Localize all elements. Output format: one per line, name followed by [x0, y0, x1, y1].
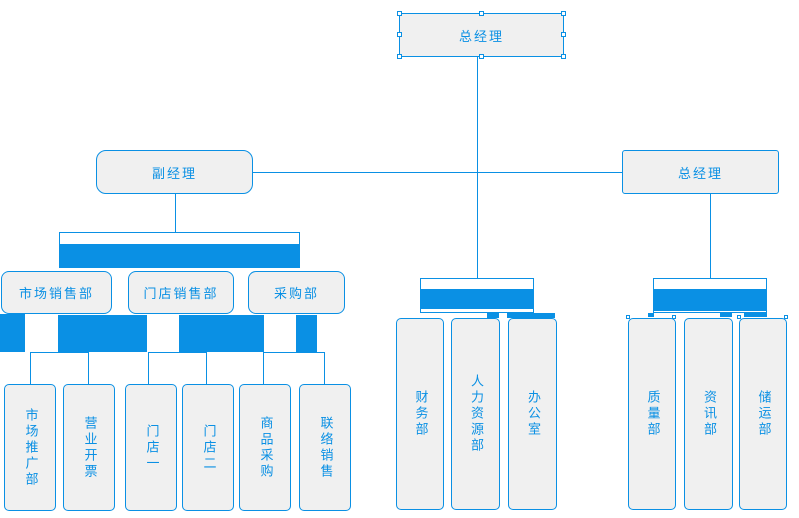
- blue-fragment-right-1: [720, 313, 732, 317]
- node-dept-market-sales[interactable]: 市场销售部: [1, 271, 112, 314]
- selection-handle-mid-right[interactable]: [561, 32, 566, 37]
- node-label: 门店一: [143, 423, 159, 472]
- selection-handle-top-right[interactable]: [561, 11, 566, 16]
- node-team-goods-purchasing[interactable]: 商品采购: [239, 384, 291, 511]
- node-label: 资讯部: [701, 390, 716, 438]
- node-label: 总经理: [458, 29, 504, 45]
- node-team-liaison-sales[interactable]: 联络销售: [299, 384, 351, 511]
- connector-teams-1-horizontal: [30, 352, 89, 353]
- node-general-manager-root[interactable]: 总经理: [397, 11, 566, 59]
- selection-handle-quality-top-right[interactable]: [672, 315, 676, 319]
- node-label: 市场推广部: [22, 407, 38, 488]
- node-label: 人力资源部: [468, 374, 483, 454]
- node-team-store-one[interactable]: 门店一: [125, 384, 177, 511]
- connector-level2-horizontal: [253, 172, 622, 173]
- node-label: 联络销售: [317, 415, 333, 480]
- blue-fragment-right-0: [648, 313, 654, 317]
- node-label: 门店销售部: [143, 287, 219, 302]
- connector-team-3-drop: [148, 352, 149, 384]
- blue-bar-market-sales[interactable]: [58, 315, 147, 352]
- connector-team-6-drop: [324, 352, 325, 384]
- node-label: 营业开票: [81, 415, 97, 480]
- connector-root-riser: [477, 57, 478, 278]
- selection-handle-storage-top-left[interactable]: [737, 315, 741, 319]
- node-dept-purchasing[interactable]: 采购部: [248, 271, 345, 314]
- selection-handle-bottom-right[interactable]: [561, 54, 566, 59]
- connector-team-5-drop: [263, 352, 264, 384]
- selection-handle-quality-top-left[interactable]: [626, 315, 630, 319]
- node-label: 市场销售部: [18, 287, 94, 302]
- node-label: 财务部: [412, 390, 428, 438]
- node-team-market-promotion[interactable]: 市场推广部: [4, 384, 56, 511]
- connector-teams-2-horizontal: [148, 352, 207, 353]
- connector-rightgm-riser: [710, 194, 711, 278]
- node-team-business-invoicing[interactable]: 营业开票: [63, 384, 115, 511]
- node-dept-quality[interactable]: 质量部: [628, 318, 676, 510]
- node-team-store-two[interactable]: 门店二: [182, 384, 234, 511]
- node-dept-information[interactable]: 资讯部: [684, 318, 733, 510]
- connector-team-1-drop: [30, 352, 31, 384]
- selection-handle-top-mid[interactable]: [478, 11, 484, 16]
- blue-fragment-middle-2: [507, 313, 555, 318]
- blue-bar-left-edge[interactable]: [0, 314, 25, 352]
- node-label: 副经理: [151, 166, 197, 182]
- selection-handle-bottom-left[interactable]: [397, 54, 402, 59]
- banner-shape-middle[interactable]: [420, 278, 534, 313]
- selection-handle-mid-left[interactable]: [397, 32, 402, 37]
- connector-team-4-drop: [206, 352, 207, 384]
- node-dept-store-sales[interactable]: 门店销售部: [128, 271, 234, 314]
- blue-fragment-right-2: [744, 313, 767, 317]
- node-label: 总经理: [677, 166, 723, 182]
- node-dept-storage-transport[interactable]: 储运部: [739, 318, 787, 510]
- node-label: 门店二: [200, 423, 216, 472]
- banner-shape-left[interactable]: [59, 232, 300, 268]
- node-dept-office[interactable]: 办公室: [508, 318, 557, 510]
- node-label: 办公室: [525, 390, 540, 438]
- node-label: 商品采购: [257, 415, 273, 480]
- selection-handle-bottom-mid[interactable]: [478, 54, 484, 59]
- node-dept-finance[interactable]: 财务部: [396, 318, 444, 510]
- banner-shape-right[interactable]: [653, 278, 767, 313]
- connector-deputy-riser: [175, 194, 176, 232]
- node-label: 采购部: [273, 287, 319, 302]
- selection-handle-top-left[interactable]: [397, 11, 402, 16]
- blue-fragment-middle-1: [487, 313, 499, 318]
- blue-bar-purchasing[interactable]: [296, 315, 317, 352]
- node-label: 储运部: [755, 390, 771, 438]
- node-label: 质量部: [644, 390, 660, 438]
- node-general-manager-right[interactable]: 总经理: [622, 150, 779, 194]
- connector-teams-3-horizontal: [263, 352, 325, 353]
- selection-handle-storage-top-right[interactable]: [784, 315, 788, 319]
- blue-bar-store-sales[interactable]: [179, 315, 264, 352]
- node-deputy-manager[interactable]: 副经理: [96, 150, 253, 194]
- node-dept-human-resources[interactable]: 人力资源部: [451, 318, 500, 510]
- connector-team-2-drop: [88, 352, 89, 384]
